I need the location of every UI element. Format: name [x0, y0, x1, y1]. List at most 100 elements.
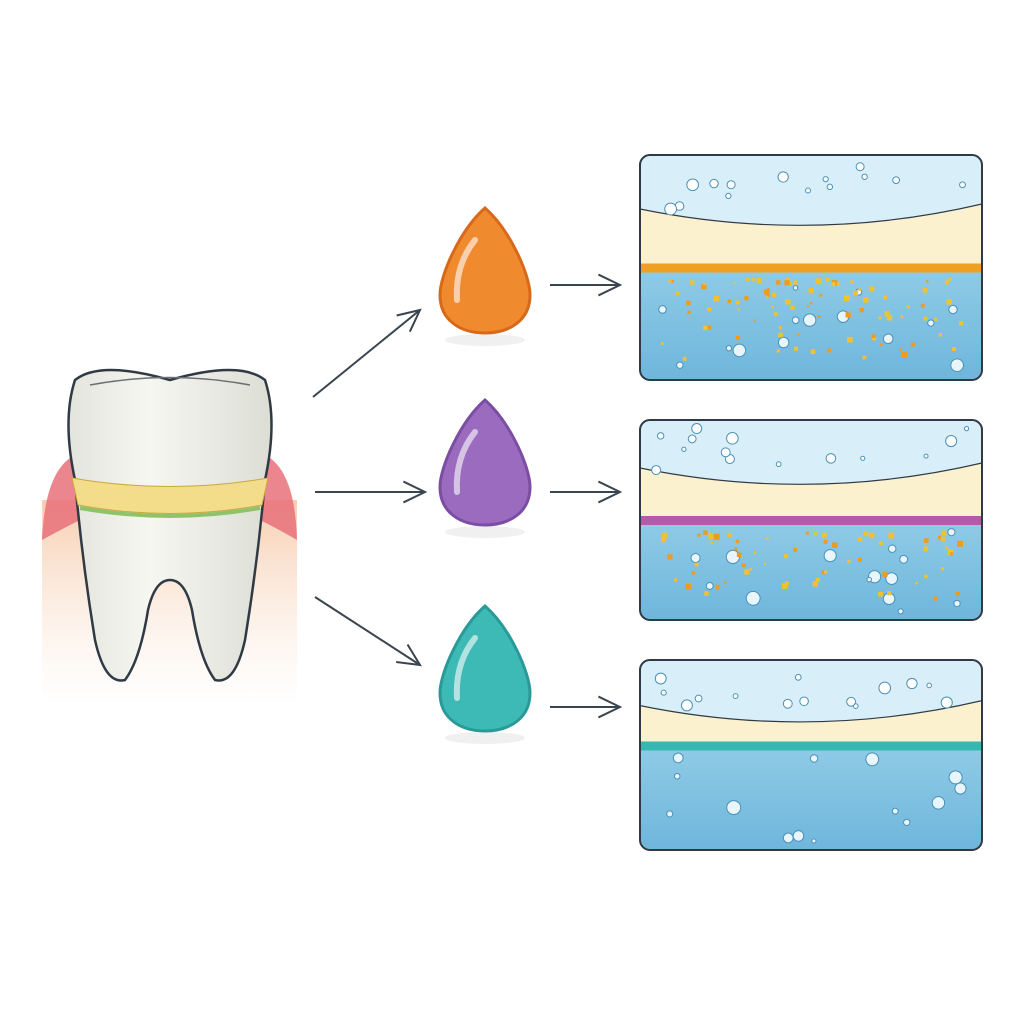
bubble — [782, 698, 793, 709]
particle — [751, 278, 755, 281]
particle — [869, 286, 875, 292]
tooth-band — [71, 477, 269, 514]
particle — [884, 311, 890, 317]
particle — [952, 347, 956, 351]
particle — [704, 591, 709, 596]
particle — [671, 279, 674, 283]
bubble — [794, 673, 802, 681]
bubble — [950, 358, 964, 373]
particle — [766, 296, 769, 299]
coating-line — [640, 516, 982, 525]
particle — [661, 532, 668, 539]
bubble — [680, 699, 693, 712]
bubble — [792, 830, 805, 842]
particle — [660, 537, 666, 543]
particle — [887, 590, 892, 596]
bubble — [811, 838, 817, 844]
particle — [955, 591, 960, 596]
orange-drop-icon — [438, 206, 532, 346]
bubble — [799, 696, 809, 707]
particle — [793, 547, 798, 552]
tooth-band-rainbow — [79, 506, 261, 518]
bubble — [826, 183, 834, 191]
particle — [790, 305, 795, 310]
bubble — [686, 178, 700, 192]
particle — [938, 333, 943, 337]
particle — [807, 305, 810, 308]
bubble — [866, 576, 872, 583]
particle — [796, 333, 800, 336]
gum-left — [42, 455, 80, 540]
particle — [819, 293, 823, 297]
particle — [724, 581, 727, 584]
particle — [815, 278, 822, 285]
bubble — [775, 461, 782, 468]
bubble — [732, 343, 747, 358]
bubble — [777, 171, 789, 183]
particle — [703, 530, 708, 535]
arrows — [312, 273, 623, 719]
particle — [710, 541, 714, 545]
particle — [910, 342, 916, 347]
drops — [438, 206, 532, 744]
tooth-illustration — [42, 368, 297, 705]
particle — [784, 280, 790, 286]
bubble — [666, 810, 674, 818]
bubble — [660, 689, 667, 696]
bubble — [906, 677, 918, 690]
particle — [703, 283, 706, 286]
particle — [734, 547, 738, 551]
particle — [821, 532, 827, 538]
bubble — [823, 549, 837, 563]
particle — [713, 296, 720, 302]
particle — [920, 303, 925, 308]
particle — [899, 348, 903, 351]
particle — [883, 295, 887, 300]
particle — [814, 531, 818, 536]
particle — [817, 315, 821, 318]
bubble — [825, 453, 837, 464]
bubble — [927, 319, 935, 327]
bubble — [954, 782, 967, 795]
particle — [686, 300, 691, 306]
particle — [934, 317, 938, 321]
particle — [823, 540, 828, 544]
bubble — [676, 361, 684, 369]
particle — [825, 277, 830, 282]
particle — [933, 596, 938, 601]
arrow-icon — [312, 308, 422, 398]
panels — [639, 154, 983, 851]
particle — [938, 535, 942, 540]
particle — [805, 531, 809, 535]
particle — [808, 288, 814, 293]
bubble — [726, 180, 736, 190]
bubble — [865, 752, 880, 767]
bubble — [940, 696, 953, 709]
particle — [766, 294, 770, 298]
particle — [882, 571, 888, 577]
particle — [957, 540, 963, 547]
particle — [715, 584, 720, 590]
bubble — [948, 770, 963, 785]
bubble — [656, 432, 665, 440]
purple-drop-icon — [438, 398, 532, 538]
bubble — [664, 202, 678, 216]
particle — [685, 583, 691, 590]
bubble — [791, 316, 800, 324]
bubble — [953, 599, 961, 608]
bubble — [805, 187, 811, 194]
bubble — [899, 554, 909, 564]
particle — [708, 532, 712, 535]
particle — [871, 334, 876, 338]
bubble — [860, 455, 866, 461]
particle — [857, 537, 863, 542]
bubble — [672, 752, 684, 764]
particle — [944, 280, 949, 285]
arrow-icon — [550, 273, 623, 297]
particle — [771, 305, 774, 309]
particle — [727, 299, 732, 304]
particle — [941, 530, 947, 536]
bubble — [891, 807, 899, 815]
particle — [862, 355, 867, 360]
